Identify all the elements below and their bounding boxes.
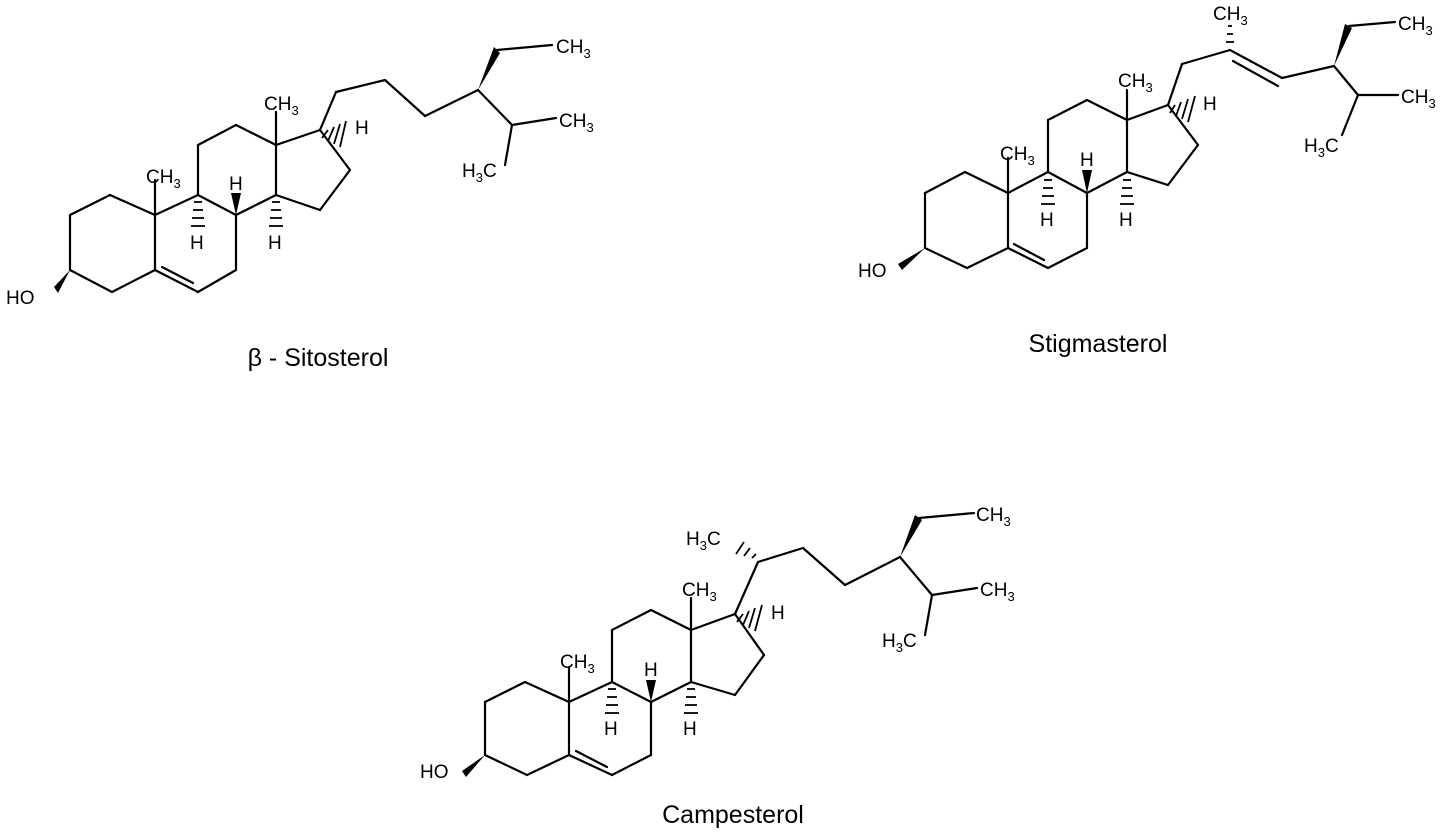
stigmasterol-terminal-methyl-2-label: CH3 <box>1401 87 1436 111</box>
campesterol-c13-methyl-label: CH3 <box>682 580 717 604</box>
campesterol-name: Campesterol <box>662 801 804 829</box>
stigmasterol-c20-methyl-label: CH3 <box>1213 4 1248 28</box>
campesterol-terminal-methyl-1-label: CH3 <box>976 505 1011 529</box>
stigmasterol-h14-label: H <box>1119 210 1133 231</box>
campesterol-h14-label: H <box>683 719 697 740</box>
beta-sitosterol-c13-methyl-label: CH3 <box>264 94 299 118</box>
beta-sitosterol-c10-methyl-label: CH3 <box>146 167 181 191</box>
molecule-campesterol: HO CH3 CH3 H H H H H3C CH3 CH3 H3C Campe… <box>420 505 1015 829</box>
beta-sitosterol-h14-label: H <box>268 233 282 254</box>
campesterol-c20-methyl-label: H3C <box>686 529 721 553</box>
beta-sitosterol-stereo-bonds <box>54 47 500 293</box>
stigmasterol-terminal-methyl-3-label: H3C <box>1304 136 1339 160</box>
beta-sitosterol-terminal-methyl-3-label: H3C <box>462 161 497 185</box>
beta-sitosterol-name: β - Sitosterol <box>248 344 389 372</box>
campesterol-h9-label: H <box>604 719 618 740</box>
molecule-beta-sitosterol: HO CH3 CH3 H H H H CH3 CH3 H3C β - Sitos… <box>6 37 594 372</box>
beta-sitosterol-bonds <box>68 43 558 294</box>
molecule-stigmasterol: HO CH3 CH3 H H H H CH3 CH3 CH3 H3C Stigm… <box>858 4 1436 358</box>
stigmasterol-c10-methyl-label: CH3 <box>1000 144 1035 168</box>
campesterol-c10-methyl-label: CH3 <box>560 652 595 676</box>
stigmasterol-terminal-methyl-1-label: CH3 <box>1398 14 1433 38</box>
beta-sitosterol-h9-label: H <box>190 233 204 254</box>
campesterol-bonds <box>483 511 979 777</box>
stigmasterol-hydroxyl-label: HO <box>858 261 887 282</box>
beta-sitosterol-h8-label: H <box>229 174 243 195</box>
stigmasterol-bonds <box>923 20 1400 270</box>
beta-sitosterol-h17-label: H <box>355 118 369 139</box>
stigmasterol-h9-label: H <box>1040 210 1054 231</box>
stigmasterol-name: Stigmasterol <box>1029 330 1168 358</box>
stigmasterol-c13-methyl-label: CH3 <box>1118 71 1153 95</box>
campesterol-hydroxyl-label: HO <box>420 762 449 783</box>
campesterol-h8-label: H <box>644 660 658 681</box>
campesterol-terminal-methyl-2-label: CH3 <box>980 580 1015 604</box>
campesterol-terminal-methyl-3-label: H3C <box>882 631 917 655</box>
beta-sitosterol-hydroxyl-label: HO <box>6 288 35 309</box>
stigmasterol-stereo-bonds <box>898 24 1352 270</box>
campesterol-h17-label: H <box>771 603 785 624</box>
stigmasterol-h8-label: H <box>1080 150 1094 171</box>
campesterol-stereo-bonds <box>462 515 922 777</box>
beta-sitosterol-terminal-methyl-2-label: CH3 <box>559 111 594 135</box>
beta-sitosterol-terminal-methyl-1-label: CH3 <box>556 37 591 61</box>
stigmasterol-h17-label: H <box>1203 94 1217 115</box>
